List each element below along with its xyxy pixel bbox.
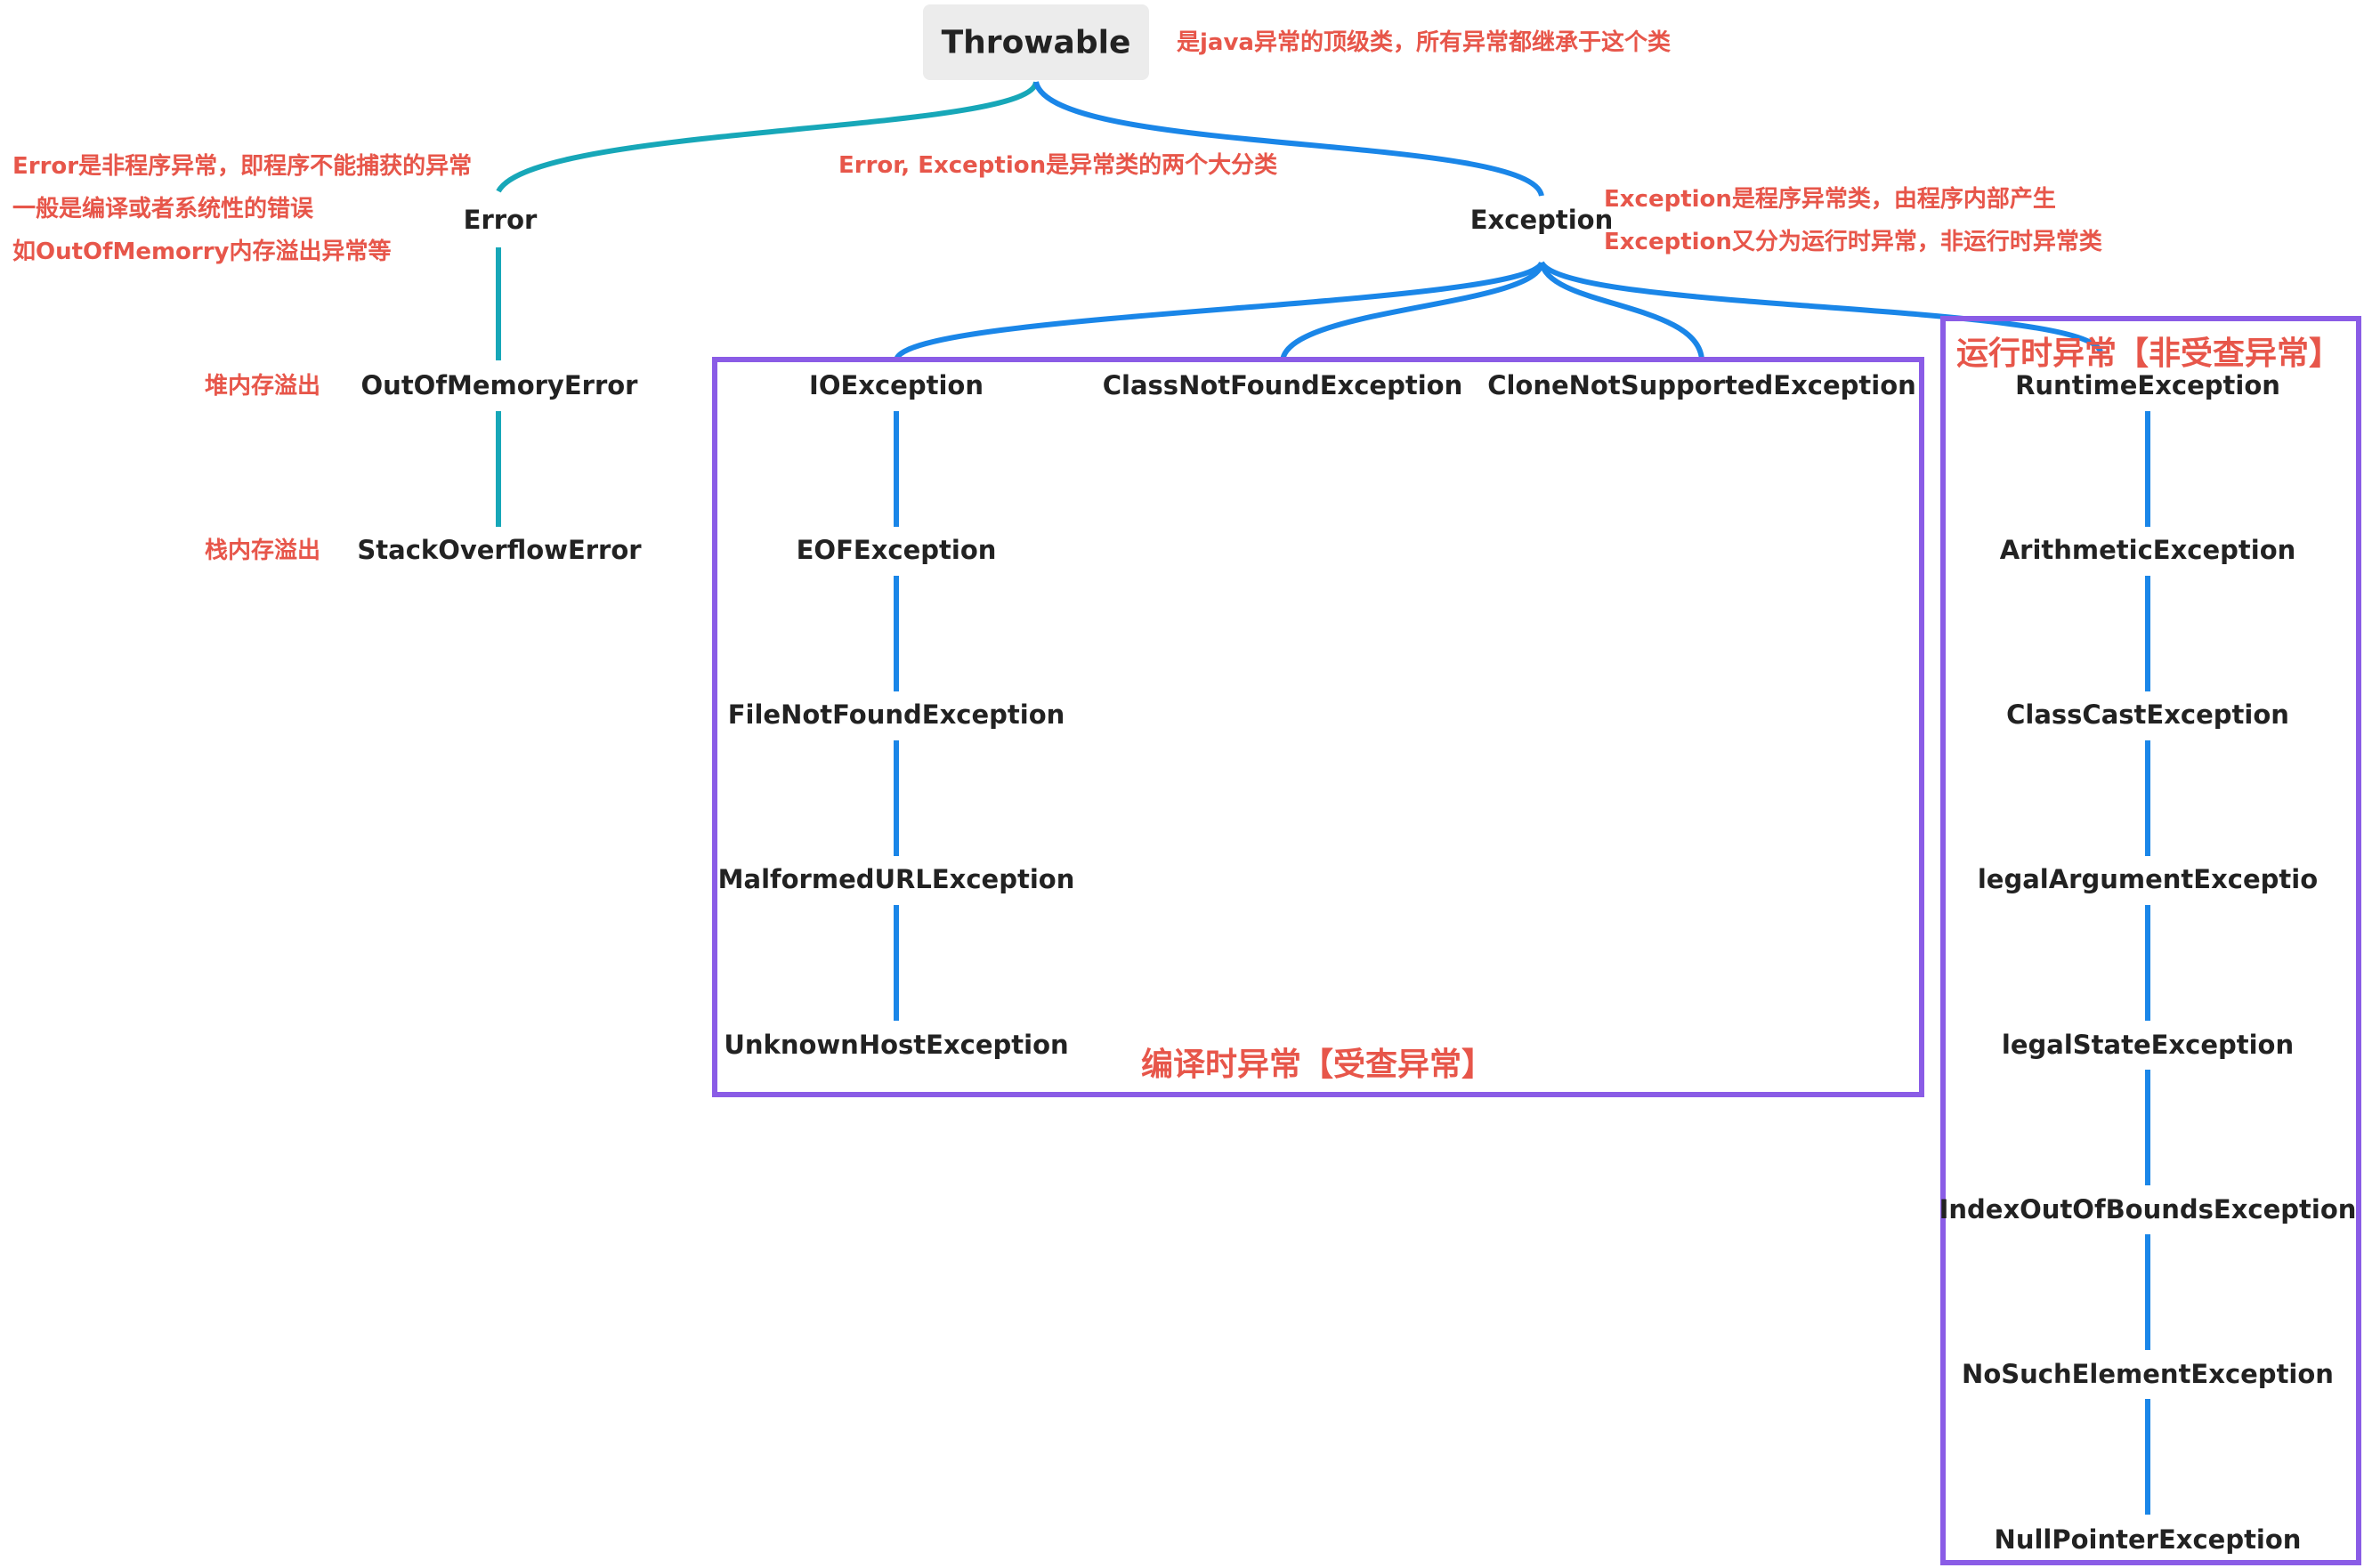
runtime-chain-node: IndexOutOfBoundsException <box>1939 1194 2357 1224</box>
error-notes: Error是非程序异常，即程序不能捕获的异常 一般是编译或者系统性的错误 如Ou… <box>12 145 472 273</box>
error-note-line: 如OutOfMemorry内存溢出异常等 <box>12 238 392 265</box>
throwable-node: Throwable <box>923 4 1149 80</box>
runtime-chain-node: ClassCastException <box>2006 699 2289 730</box>
edge-exception-classnotfound <box>1280 262 1544 361</box>
throwable-label: Throwable <box>941 24 1131 61</box>
runtime-chain-node: legalArgumentExceptio <box>1977 864 2319 894</box>
error-note-line: Error是非程序异常，即程序不能捕获的异常 <box>12 153 473 180</box>
exception-note-line: Exception是程序异常类，由程序内部产生 <box>1604 186 2056 213</box>
exception-note-line: Exception又分为运行时异常，非运行时异常类 <box>1604 229 2102 255</box>
edge-exception-runtime <box>1539 261 2103 353</box>
checked-exception-box <box>712 357 1924 1097</box>
throwable-note: 是java异常的顶级类，所有异常都继承于这个类 <box>1177 29 1671 56</box>
checked-exception-title: 编译时异常【受查异常】 <box>1141 1047 1494 1083</box>
runtime-chain-node: RuntimeException <box>2015 370 2280 400</box>
error-note-line: 一般是编译或者系统性的错误 <box>12 196 314 222</box>
edge-exception-ioexception <box>894 261 1544 362</box>
stackoverflowerror-node: StackOverflowError <box>357 535 642 565</box>
exception-node: Exception <box>1469 205 1614 235</box>
io-chain-node: UnknownHostException <box>724 1030 1069 1060</box>
io-chain-node: FileNotFoundException <box>727 699 1065 730</box>
io-chain-node: EOFException <box>796 535 997 565</box>
runtime-exception-title: 运行时异常【非受查异常】 <box>1956 335 2342 372</box>
io-chain-node: MalformedURLException <box>717 864 1075 894</box>
io-chain-node: IOException <box>809 370 984 400</box>
runtime-chain-node: NoSuchElementException <box>1962 1359 2334 1389</box>
runtime-chain-node: legalStateException <box>2001 1030 2295 1060</box>
heap-overflow-note: 堆内存溢出 <box>205 373 321 400</box>
classnotfoundexception-node: ClassNotFoundException <box>1102 370 1463 400</box>
outofmemoryerror-node: OutOfMemoryError <box>360 370 638 400</box>
error-node: Error <box>463 205 538 235</box>
runtime-chain-node: ArithmeticException <box>1999 535 2296 565</box>
edge-throwable-error <box>496 80 1039 193</box>
runtime-chain-node: NullPointerException <box>1994 1524 2302 1555</box>
edge-throwable-exception <box>1033 81 1544 198</box>
edge-exception-clonenotsupported <box>1539 262 1704 361</box>
exception-notes: Exception是程序异常类，由程序内部产生 Exception又分为运行时异… <box>1604 178 2102 263</box>
runtime-exception-box <box>1940 316 2361 1565</box>
clonenotsupportedexception-node: CloneNotSupportedException <box>1487 370 1916 400</box>
category-note: Error, Exception是异常类的两个大分类 <box>838 152 1278 179</box>
stack-overflow-note: 栈内存溢出 <box>205 537 321 564</box>
